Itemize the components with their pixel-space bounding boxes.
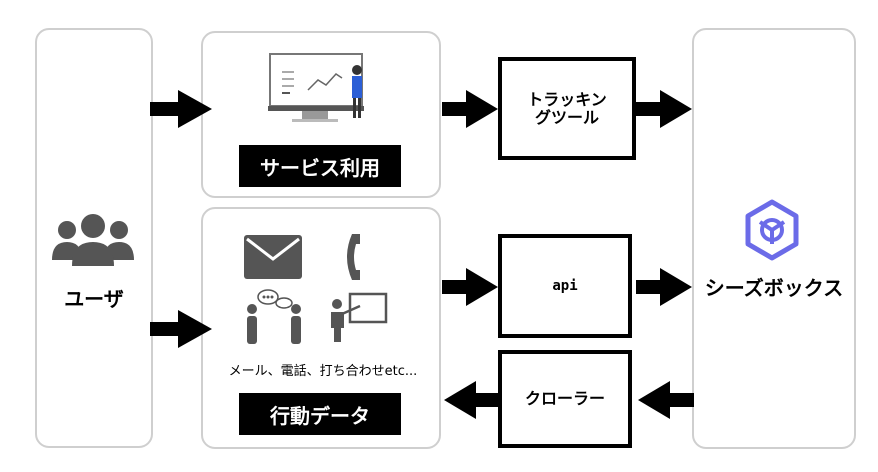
presentation-icon bbox=[331, 292, 388, 342]
user-label: ユーザ bbox=[64, 287, 124, 311]
arrow-user-to-behavior bbox=[150, 310, 212, 348]
api-box: api bbox=[498, 234, 632, 338]
user-panel bbox=[35, 28, 153, 448]
arrow-behavior-to-api bbox=[442, 268, 498, 306]
tracking-tool-box: トラッキン グツール bbox=[498, 57, 636, 160]
tracking-tool-label: トラッキン グツール bbox=[527, 89, 607, 127]
service-use-label: サービス利用 bbox=[239, 145, 401, 187]
monitor-analytics-icon bbox=[268, 53, 364, 122]
arrow-crawler-to-behavior bbox=[444, 381, 500, 419]
csbox-logo-icon bbox=[745, 199, 799, 261]
conversation-icon bbox=[247, 289, 301, 344]
crawler-box: クローラー bbox=[498, 350, 632, 448]
behavior-caption: メール、電話、打ち合わせetc... bbox=[228, 364, 418, 379]
arrow-user-to-service bbox=[150, 90, 212, 128]
csbox-label: シーズボックス bbox=[704, 276, 844, 300]
arrow-service-to-tracking bbox=[442, 90, 498, 128]
arrow-api-to-csbox bbox=[636, 268, 692, 306]
arrow-csbox-to-crawler bbox=[638, 381, 694, 419]
crawler-label: クローラー bbox=[524, 389, 605, 408]
users-group-icon bbox=[52, 214, 134, 266]
arrow-tracking-to-csbox bbox=[636, 90, 692, 128]
mail-icon bbox=[244, 235, 302, 279]
api-label: api bbox=[552, 278, 578, 294]
phone-icon bbox=[347, 234, 360, 280]
behavior-data-label: 行動データ bbox=[239, 393, 401, 435]
